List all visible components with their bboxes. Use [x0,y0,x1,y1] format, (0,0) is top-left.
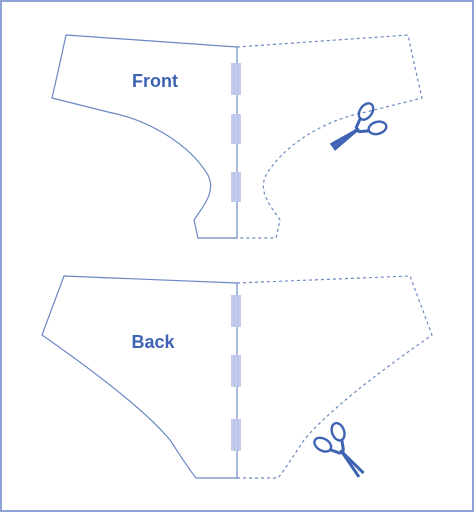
back-fold-mark [231,355,241,387]
back-solid-outline [41,275,238,479]
scissors-icon [329,102,388,151]
back-fold-mark [231,419,241,451]
front-label: Front [132,71,178,91]
back-dashed-outline [236,275,433,479]
front-fold-mark [231,172,241,202]
scissors-icon [313,421,365,478]
back-label: Back [131,332,175,352]
front-pattern-piece: Front [51,34,423,239]
front-dashed-outline [236,34,423,239]
back-fold-mark [231,295,241,327]
front-fold-mark [231,63,241,95]
back-pattern-piece: Back [41,275,433,479]
front-solid-outline [51,34,238,239]
front-fold-mark [231,114,241,144]
